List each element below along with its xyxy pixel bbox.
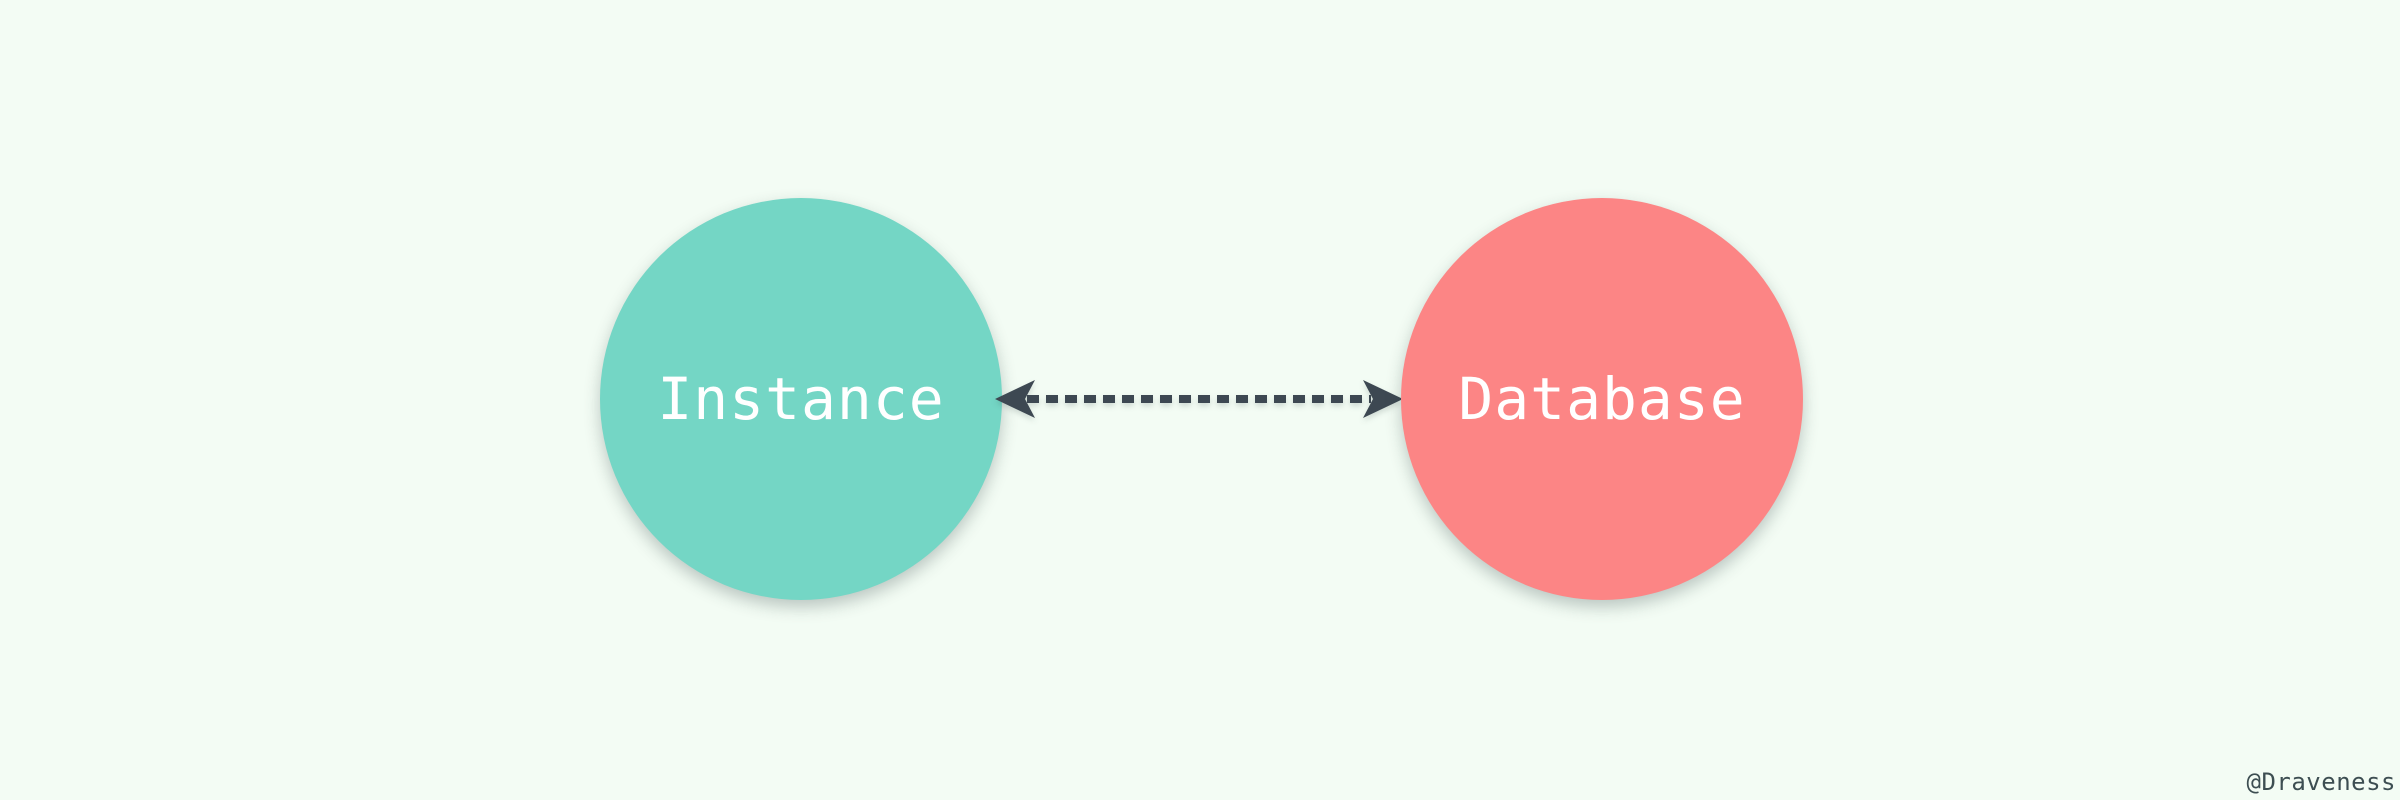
bidirectional-dashed-arrow: [995, 380, 1403, 418]
right-arrowhead-icon: [1363, 380, 1403, 418]
watermark: @Draveness: [2246, 768, 2396, 796]
node-database-label: Database: [1458, 365, 1746, 433]
left-arrowhead-icon: [995, 380, 1035, 418]
node-instance: Instance: [600, 198, 1002, 600]
node-instance-label: Instance: [657, 365, 945, 433]
node-database: Database: [1401, 198, 1803, 600]
